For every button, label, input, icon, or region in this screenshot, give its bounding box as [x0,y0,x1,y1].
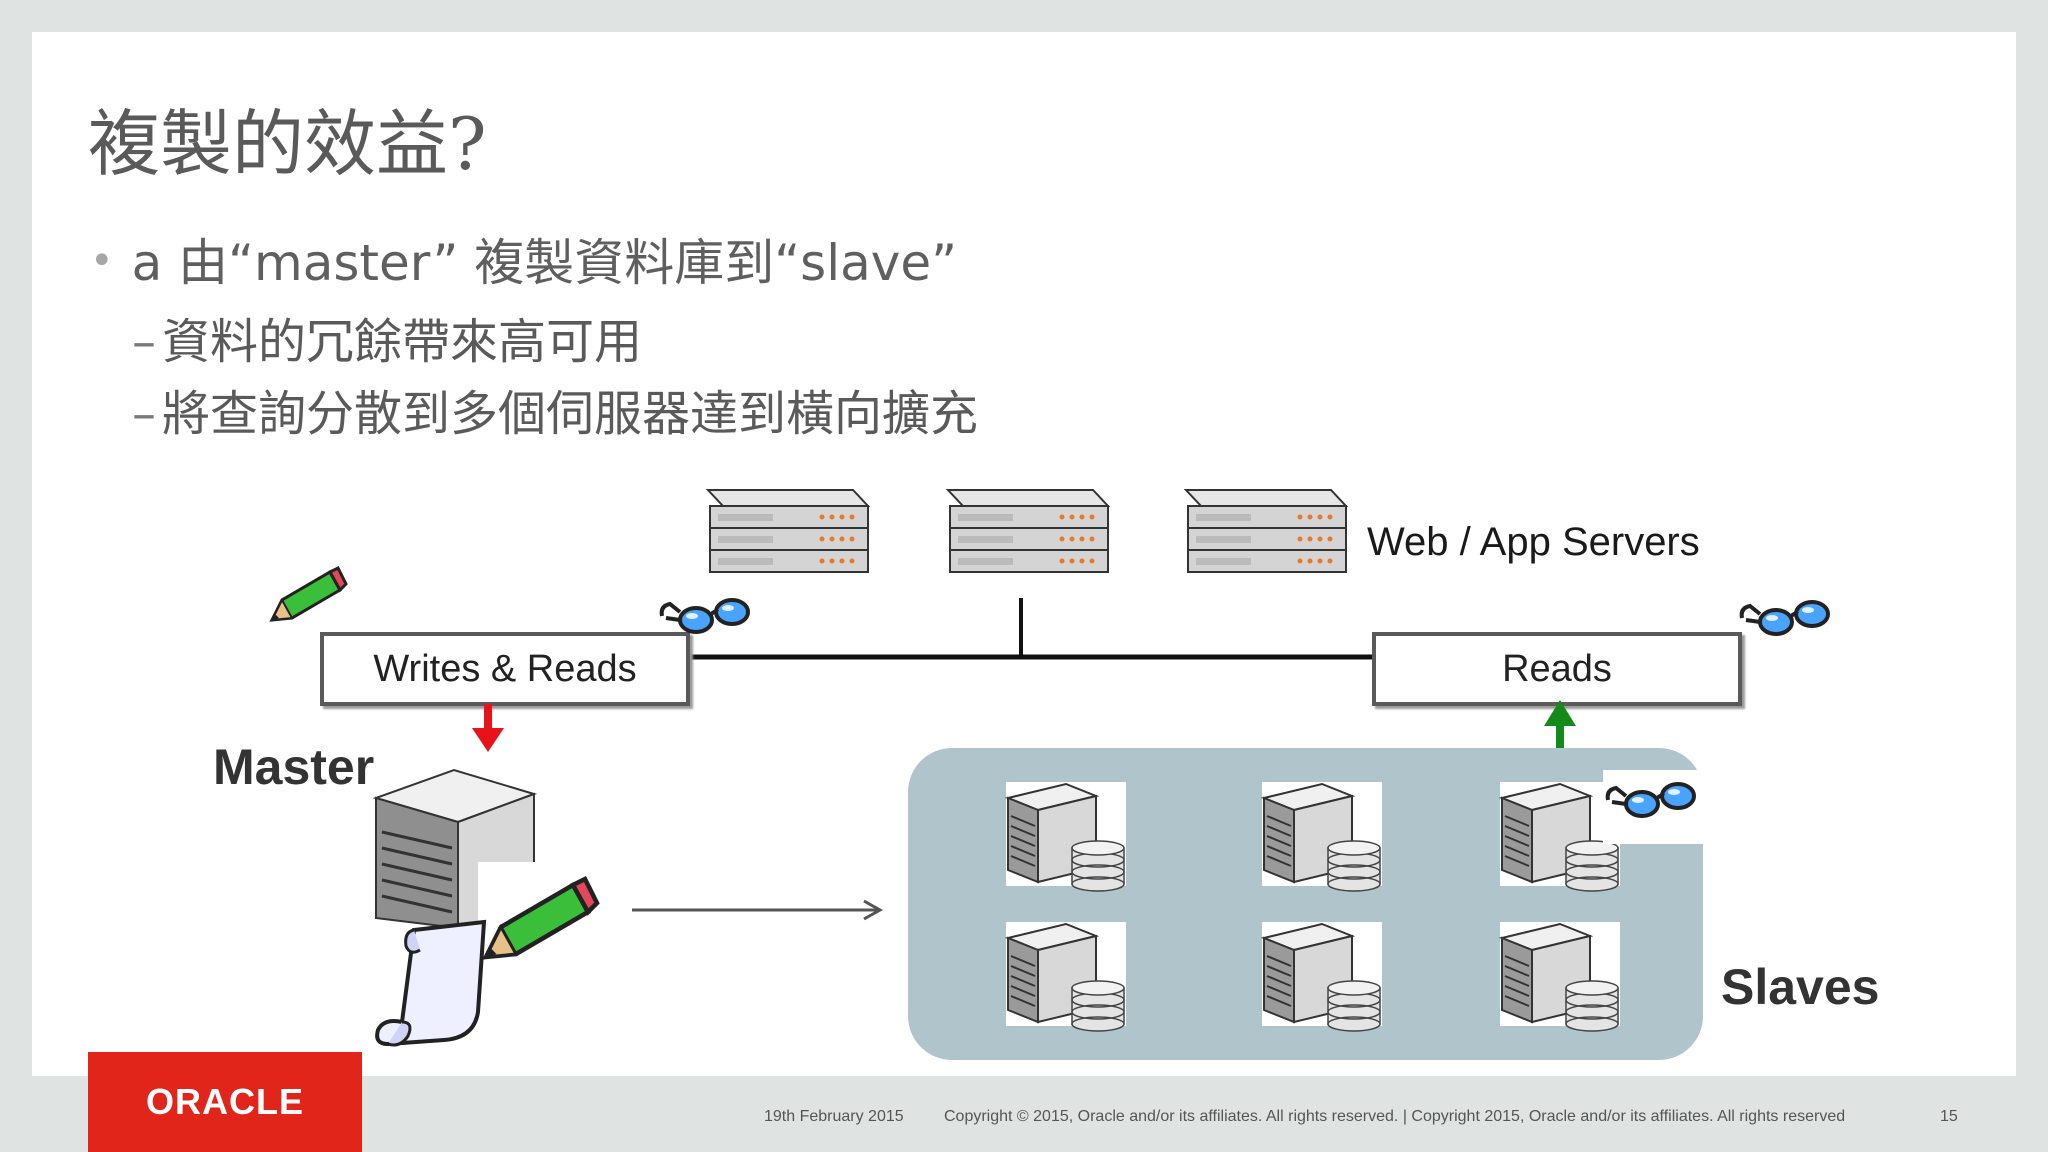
slaves-label: Slaves [1721,959,1880,1015]
footer-copyright: Copyright © 2015, Oracle and/or its affi… [944,1108,1846,1125]
reads-label: Reads [1502,647,1612,690]
database-server-icon [1005,781,1127,892]
dash-icon: – [132,314,156,370]
bullet-dot: • [90,238,114,284]
footer-date: 19th February 2015 [764,1108,904,1125]
page-number: 15 [1940,1108,1958,1125]
writes-reads-box: Writes & Reads [320,632,690,706]
sub-bullet-1: –資料的冗餘帶來高可用 [132,316,642,369]
database-server-icon [1261,921,1383,1032]
bullet-1-text: a 由“master” 複製資料庫到“slave” [131,234,957,292]
reads-box: Reads [1372,632,1742,706]
sub-bullet-2: –將查詢分散到多個伺服器達到橫向擴充 [132,388,978,441]
dash-icon: – [132,386,156,442]
web-app-servers-label: Web / App Servers [1367,520,1700,564]
write-arrow-icon [472,704,504,752]
glasses-icon [1605,782,1696,818]
pencil-icon [270,566,348,622]
database-server-icon [1499,921,1621,1032]
sub-bullet-2-text: 將查詢分散到多個伺服器達到橫向擴充 [162,386,979,442]
read-arrow-icon [1544,700,1576,752]
master-label: Master [213,739,375,795]
oracle-logo: ORACLE [88,1052,362,1152]
master-server-icon [372,768,538,930]
sub-bullet-1-text: 資料的冗餘帶來高可用 [162,314,643,370]
slide-title: 複製的效益? [88,102,487,186]
database-server-icon [1005,921,1127,1032]
database-server-icon [1499,781,1621,892]
bullet-1: • a 由“master” 複製資料庫到“slave” [90,236,957,291]
glasses-icon [659,598,750,634]
database-server-icon [1261,781,1383,892]
write-log-icon [375,862,624,1047]
scroll-icon [375,919,487,1047]
glasses-icon [1739,600,1830,636]
writes-reads-label: Writes & Reads [373,647,637,690]
